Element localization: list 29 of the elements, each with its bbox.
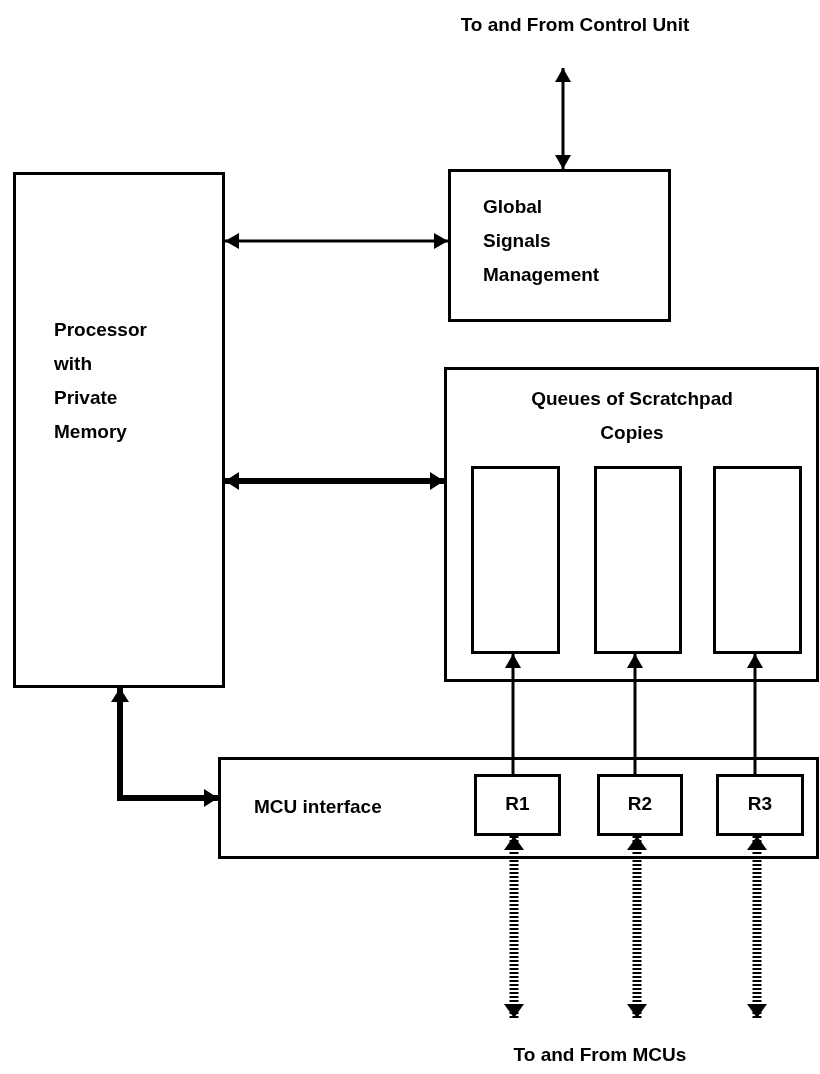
- arrow: [627, 654, 643, 774]
- queue-box: [594, 466, 682, 654]
- register-box: [597, 774, 683, 836]
- arrow: [111, 688, 218, 807]
- queue-box: [471, 466, 560, 654]
- block-box: [218, 757, 819, 859]
- block-label: Processor with Private Memory: [54, 318, 148, 444]
- hatched-bus-arrow: [627, 836, 647, 1018]
- block-label: Queues of Scratchpad Copies: [530, 387, 734, 445]
- block-box: [448, 169, 671, 322]
- queue-box: [713, 466, 802, 654]
- block-box: [444, 367, 819, 682]
- block-label: MCU interface: [254, 795, 383, 819]
- block-label: R3: [746, 792, 774, 816]
- arrow: [505, 654, 521, 774]
- arrow: [225, 472, 444, 490]
- arrow: [555, 68, 571, 169]
- block-box: [13, 172, 225, 688]
- register-box: [474, 774, 561, 836]
- block-label: Global Signals Management: [483, 195, 601, 287]
- block-label: R2: [626, 792, 654, 816]
- hatched-bus-arrow: [504, 836, 524, 1018]
- hatched-bus-arrow: [747, 836, 767, 1018]
- signal-label: To and From MCUs: [512, 1043, 688, 1067]
- signal-label: To and From Control Unit: [459, 13, 691, 37]
- arrow: [747, 654, 763, 774]
- arrow: [225, 233, 448, 249]
- register-box: [716, 774, 804, 836]
- block-label: R1: [504, 792, 531, 816]
